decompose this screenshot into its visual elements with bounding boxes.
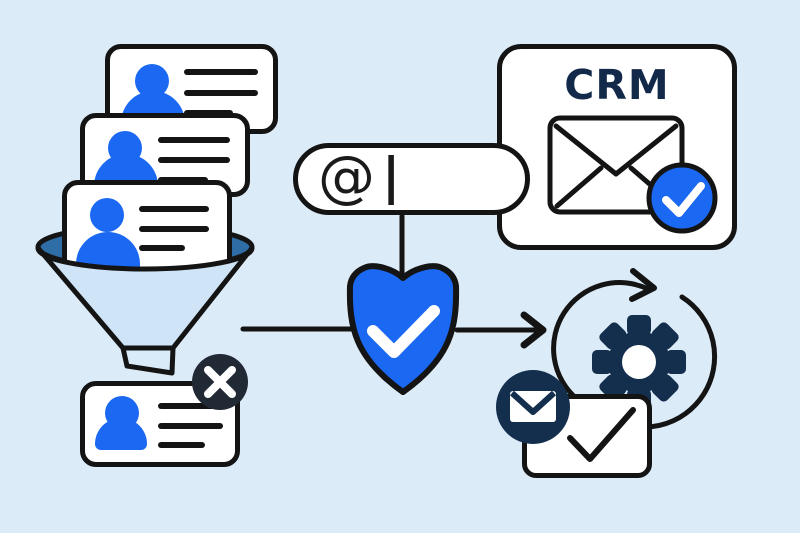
text-line xyxy=(139,206,209,212)
contact-card-3 xyxy=(62,180,232,275)
sync-arrows-icon xyxy=(551,280,651,402)
crm-title: CRM xyxy=(564,61,670,109)
check-icon xyxy=(367,305,440,358)
text-line xyxy=(184,90,258,96)
user-avatar-icon xyxy=(90,198,124,232)
at-symbol: @ xyxy=(318,143,375,210)
text-line xyxy=(158,423,223,429)
arrow-head-icon xyxy=(520,311,547,349)
text-line xyxy=(184,69,258,75)
text-line xyxy=(158,403,223,409)
rejected-contact-card xyxy=(80,381,240,467)
text-line xyxy=(158,157,230,163)
arrow-head-icon xyxy=(629,268,657,302)
text-line xyxy=(158,137,230,143)
user-avatar-icon xyxy=(95,418,147,450)
crm-box: CRM xyxy=(497,44,737,250)
verified-email-card xyxy=(522,394,652,478)
text-line xyxy=(139,245,185,251)
text-line xyxy=(158,442,205,448)
user-avatar-icon xyxy=(76,232,140,270)
email-input-field: @ | xyxy=(293,143,530,215)
text-line xyxy=(139,226,209,232)
text-cursor: | xyxy=(382,147,401,205)
